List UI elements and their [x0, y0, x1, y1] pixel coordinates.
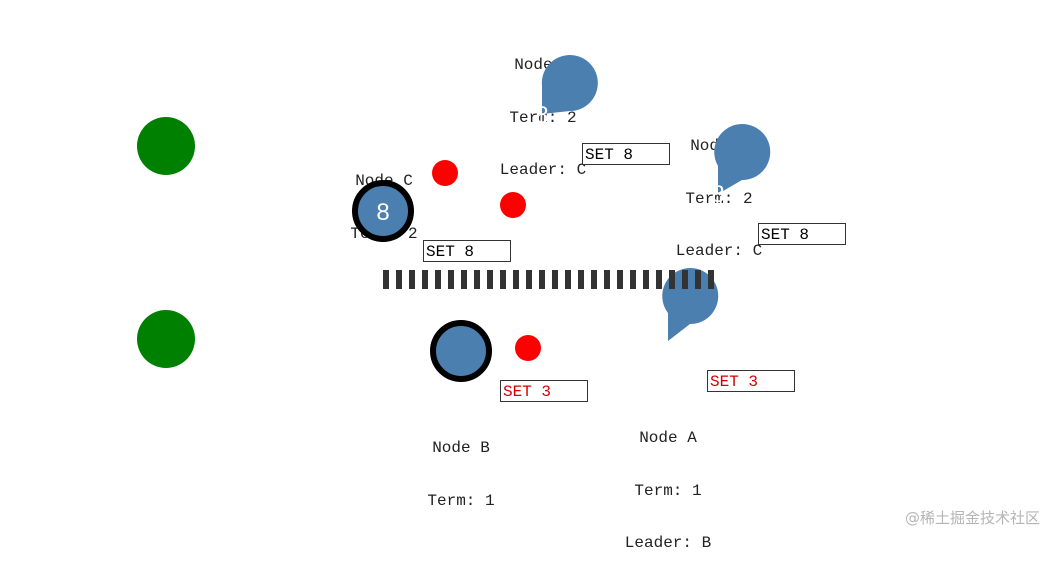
node-c-log-entry: SET 8 [423, 240, 511, 262]
node-e-leader: Leader: C [675, 242, 763, 260]
raft-diagram: Node D Term: 2 Leader: C Node E Term: 2 … [137, 55, 1040, 552]
node-d-value: 8 [535, 102, 548, 129]
node-b-term: Term: 1 [427, 491, 495, 510]
node-a-leader: Leader: B [624, 534, 712, 552]
node-d-log-entry: SET 8 [582, 143, 670, 165]
node-b-circle [430, 320, 492, 382]
node-a-log-entry: SET 3 [707, 370, 795, 392]
node-b-log-entry: SET 3 [500, 380, 588, 402]
message-dot [500, 192, 526, 218]
node-e-term: Term: 2 [685, 189, 753, 208]
node-c-circle [352, 180, 414, 242]
node-e-circle [714, 124, 771, 194]
nodes-layer: 8 8 8 [352, 55, 771, 382]
message-dot [432, 160, 458, 186]
node-e-value: 8 [711, 181, 724, 208]
watermark: @稀土掘金技术社区 [904, 509, 1040, 527]
network-partition [383, 270, 719, 289]
node-e-log-entry: SET 8 [758, 223, 846, 245]
node-b-label: Node B Term: 1 [411, 405, 511, 545]
node-c-value: 8 [376, 199, 389, 226]
node-d-circle [541, 55, 598, 114]
node-d-leader: Leader: C [499, 161, 587, 179]
node-b-name: Node B [432, 439, 490, 457]
client-top [137, 117, 195, 175]
node-a-term: Term: 1 [634, 481, 702, 500]
message-dot [515, 335, 541, 361]
node-a-name: Node A [639, 429, 697, 447]
client-bottom [137, 310, 195, 368]
